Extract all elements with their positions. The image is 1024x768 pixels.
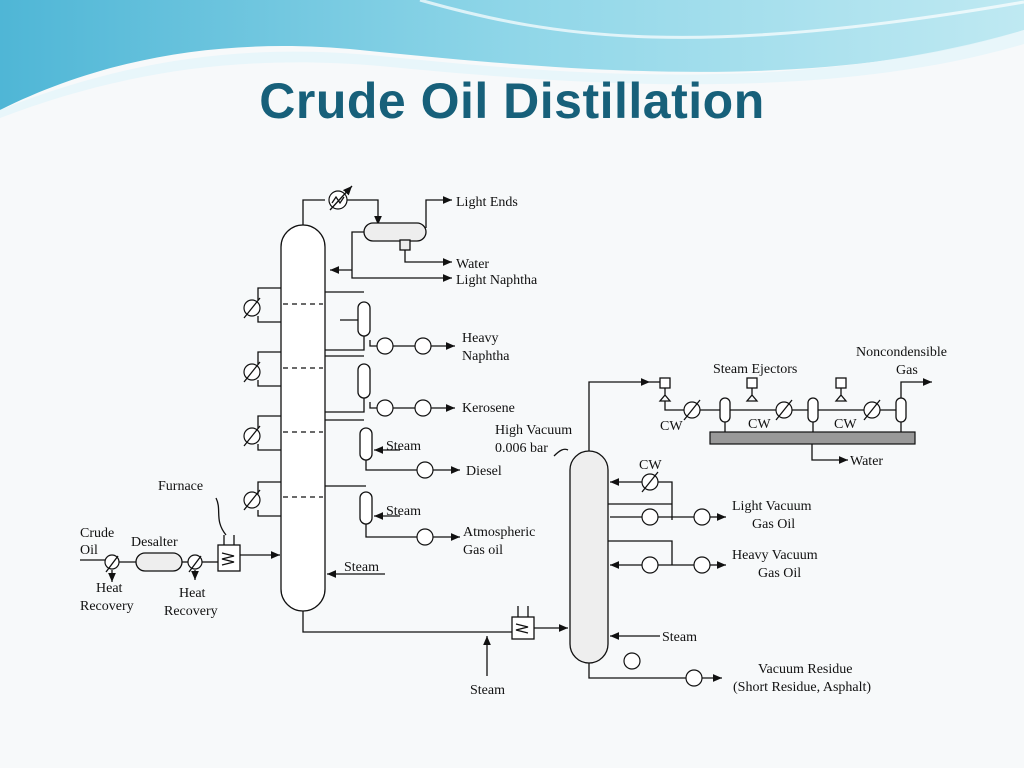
label-kerosene: Kerosene bbox=[462, 401, 515, 416]
header-wave-decoration bbox=[0, 0, 1024, 118]
vacuum-column bbox=[553, 378, 726, 687]
label-light-ends: Light Ends bbox=[456, 195, 518, 210]
label-water-top: Water bbox=[456, 257, 489, 272]
label-steam-column: Steam bbox=[344, 560, 379, 575]
label-cw-1: CW bbox=[660, 419, 683, 434]
label-heavy-naphtha-1: Heavy bbox=[462, 331, 499, 346]
label-vacuum-residue-1: Vacuum Residue bbox=[758, 662, 852, 677]
label-heat-recovery-1a: Heat bbox=[96, 581, 123, 596]
label-desalter: Desalter bbox=[131, 535, 178, 550]
label-vacuum-residue-2: (Short Residue, Asphalt) bbox=[733, 680, 871, 695]
label-hvgo-1: Heavy Vacuum bbox=[732, 548, 818, 563]
label-furnace: Furnace bbox=[158, 479, 203, 494]
feed-train bbox=[80, 497, 280, 582]
label-cw-2: CW bbox=[748, 417, 771, 432]
label-noncondensible-1: Noncondensible bbox=[856, 345, 947, 360]
overhead-system bbox=[302, 185, 452, 282]
label-steam-vacuum: Steam bbox=[662, 630, 697, 645]
label-ago-1: Atmospheric bbox=[463, 525, 535, 540]
label-heavy-naphtha-2: Naphtha bbox=[462, 349, 510, 364]
atmospheric-column bbox=[280, 224, 326, 612]
reflux-drum bbox=[363, 222, 427, 242]
steam-ejector-train bbox=[650, 377, 932, 464]
label-high-vacuum-1: High Vacuum bbox=[495, 423, 572, 438]
label-light-naphtha: Light Naphtha bbox=[456, 273, 538, 288]
slide-title: Crude Oil Distillation bbox=[259, 73, 765, 129]
label-heat-recovery-2a: Heat bbox=[179, 586, 206, 601]
label-steam-diesel: Steam bbox=[386, 439, 421, 454]
label-water-ejector: Water bbox=[850, 454, 883, 469]
furnace-icon bbox=[217, 544, 241, 572]
label-heat-recovery-2b: Recovery bbox=[164, 604, 218, 619]
pumparounds bbox=[243, 287, 281, 517]
label-cw-vacuum: CW bbox=[639, 458, 662, 473]
label-steam-bottom: Steam bbox=[470, 683, 505, 698]
label-ago-2: Gas oil bbox=[463, 543, 503, 558]
label-high-vacuum-2: 0.006 bar bbox=[495, 441, 548, 456]
label-crude-2: Oil bbox=[80, 543, 98, 558]
label-cw-3: CW bbox=[834, 417, 857, 432]
label-hvgo-2: Gas Oil bbox=[758, 566, 801, 581]
label-heat-recovery-1b: Recovery bbox=[80, 599, 134, 614]
side-strippers bbox=[325, 291, 460, 578]
label-steam-ago: Steam bbox=[386, 504, 421, 519]
label-lvgo-1: Light Vacuum bbox=[732, 499, 812, 514]
label-steam-ejectors: Steam Ejectors bbox=[713, 362, 797, 377]
label-lvgo-2: Gas Oil bbox=[752, 517, 795, 532]
label-crude-1: Crude bbox=[80, 526, 114, 541]
desalter-vessel bbox=[135, 552, 183, 572]
label-diesel: Diesel bbox=[466, 464, 502, 479]
hotwell-tank bbox=[709, 431, 916, 445]
atmospheric-bottoms bbox=[302, 606, 568, 676]
label-noncondensible-2: Gas bbox=[896, 363, 918, 378]
